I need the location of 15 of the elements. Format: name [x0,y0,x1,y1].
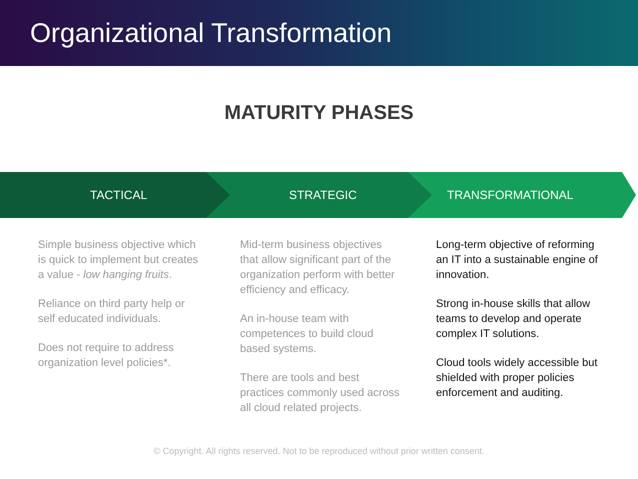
description-text: Does not require to address organization level policies*. [38,341,175,371]
description-text: Cloud tools widely accessible but shielded with proper policies enforcement and auditing. [436,356,598,401]
copyright-notice: © Copyright. All rights reserved. Not to be reproduced without prior written consent. [152,446,486,456]
phase-label: STRATEGIC [289,188,357,202]
section-heading: MATURITY PHASES [223,102,415,125]
phase-label: TACTICAL [90,188,148,202]
description-text: Simple business objective which is quick to implement but creates a value - low hanging fruits. [38,238,200,283]
description-text: Long-term objective of reforming an IT into a sustainable engine of innovation. [436,238,598,283]
slide-title: Organizational Transformation [30,18,392,49]
description-text: Reliance on third party help or self educated individuals. [38,297,186,327]
description-text: There are tools and best practices commonly used across all cloud related projects. [240,371,401,416]
phase-label: TRANSFORMATIONAL [447,188,574,202]
description-text: An in-house team with competences to build cloud based systems. [240,312,374,357]
description-text: Strong in-house skills that allow teams to develop and operate complex IT solutions. [436,297,592,342]
description-text: Mid-term business objectives that allow significant part of the organization perform with better efficiency and efficacy. [240,238,396,298]
